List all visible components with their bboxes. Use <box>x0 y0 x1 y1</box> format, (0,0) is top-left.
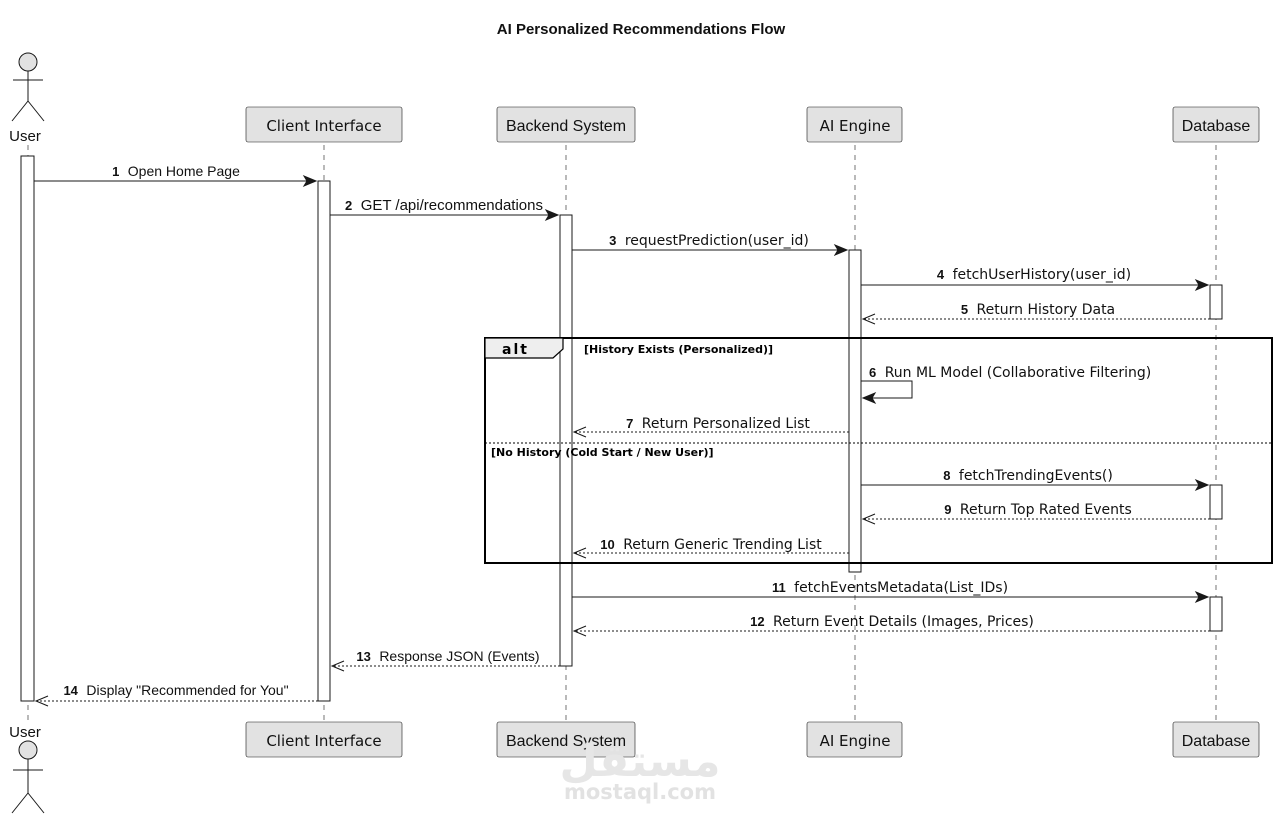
message-label: requestPrediction(user_id) <box>625 233 809 249</box>
alt-guard-2: [No History (Cold Start / New User)] <box>491 446 714 459</box>
svg-text:12 Return Event Details: 12 Return Event Details (Images, Prices) <box>750 613 1034 630</box>
participant-ai-bottom: AI Engine <box>806 721 903 758</box>
message-label: Return Top Rated Events <box>960 502 1132 518</box>
message-number: 2 <box>345 198 352 213</box>
diagram-title: AI Personalized Recommendations Flow <box>497 21 786 38</box>
participant-backend-bottom: Backend System <box>496 721 636 758</box>
message-number: 6 <box>869 365 876 380</box>
activation-db-1 <box>1209 284 1223 320</box>
message-label: Open Home Page <box>128 163 240 179</box>
svg-text:11 fetchEventsMetadata(L: 11 fetchEventsMetadata(List_IDs) <box>772 579 1008 596</box>
activation-client <box>317 180 331 702</box>
participant-label: Database <box>1182 733 1251 750</box>
participant-label: Backend System <box>506 733 626 750</box>
message-number: 14 <box>63 683 78 698</box>
message-label: Response JSON (Events) <box>379 648 539 664</box>
message-label: GET /api/recommendations <box>361 197 543 214</box>
message-label: Return History Data <box>977 302 1116 318</box>
message-13: 13 Response JSON (Events) <box>330 648 560 672</box>
participant-client-bottom: Client Interface <box>245 721 403 758</box>
activation-backend <box>559 214 573 667</box>
svg-text:8 fetchTrendingEvents(): 8 fetchTrendingEvents() <box>943 467 1113 484</box>
message-11: 11 fetchEventsMetadata(List_IDs) <box>572 579 1210 604</box>
participant-label: AI Engine <box>820 117 891 135</box>
message-label: Return Event Details (Images, Prices) <box>773 614 1034 630</box>
activation-user <box>20 155 35 702</box>
message-number: 13 <box>356 649 370 664</box>
participant-db-bottom: Database <box>1172 721 1260 758</box>
svg-text:6 Run ML Model (Collabor: 6 Run ML Model (Collaborative Filtering) <box>869 364 1151 381</box>
message-label: Return Generic Trending List <box>623 537 822 553</box>
message-4: 4 fetchUserHistory(user_id) <box>861 266 1210 292</box>
alt-operator: alt <box>502 342 529 358</box>
message-number: 3 <box>609 233 616 248</box>
watermark: مستقل mostaql.com <box>560 736 721 804</box>
alt-guard-1: [History Exists (Personalized)] <box>584 343 773 356</box>
message-label: fetchTrendingEvents() <box>959 468 1113 484</box>
message-label: fetchUserHistory(user_id) <box>953 267 1132 283</box>
message-6: 6 Run ML Model (Collaborative Filtering) <box>861 364 1151 405</box>
watermark-latin: mostaql.com <box>564 780 716 804</box>
actor-user-top: User <box>9 52 45 145</box>
participant-client-top: Client Interface <box>245 106 403 143</box>
message-number: 11 <box>772 580 786 595</box>
message-3: 3 requestPrediction(user_id) <box>572 232 849 257</box>
message-9: 9 Return Top Rated Events <box>861 501 1210 525</box>
participant-db-top: Database <box>1172 106 1260 143</box>
svg-text:7 Return Personalized Li: 7 Return Personalized List <box>626 415 810 432</box>
message-number: 9 <box>944 502 951 517</box>
watermark-arabic: مستقل <box>560 736 721 787</box>
activation-db-2 <box>1209 484 1223 520</box>
message-label: Display "Recommended for You" <box>86 682 288 698</box>
activation-db-3 <box>1209 596 1223 632</box>
message-2: 2 GET /api/recommendations <box>330 197 560 222</box>
actor-user-bottom: User <box>9 724 45 814</box>
message-number: 4 <box>937 267 945 282</box>
message-number: 12 <box>750 614 764 629</box>
activations <box>20 155 1223 702</box>
message-8: 8 fetchTrendingEvents() <box>861 467 1210 492</box>
message-1: 1 Open Home Page <box>34 163 318 188</box>
actor-head <box>18 740 38 760</box>
message-label: fetchEventsMetadata(List_IDs) <box>794 580 1008 596</box>
svg-text:9 Return Top Rated Event: 9 Return Top Rated Events <box>944 501 1132 518</box>
message-number: 5 <box>961 302 968 317</box>
svg-text:10 Return Generic Trendi: 10 Return Generic Trending List <box>600 536 822 553</box>
message-number: 8 <box>943 468 950 483</box>
message-number: 10 <box>600 537 614 552</box>
participant-label: Backend System <box>506 118 626 135</box>
message-10: 10 Return Generic Trending List <box>572 536 849 559</box>
participant-label: AI Engine <box>820 732 891 750</box>
svg-text:1 Open Home Page: 1 Open Home Page <box>112 163 240 180</box>
svg-text:4 fetchUserHistory(user_: 4 fetchUserHistory(user_id) <box>937 266 1131 283</box>
svg-text:2 GET /api/recommendatio: 2 GET /api/recommendations <box>345 197 543 214</box>
actor-label-top: User <box>9 128 41 145</box>
message-12: 12 Return Event Details (Images, Prices) <box>572 613 1210 637</box>
participant-ai-top: AI Engine <box>806 106 903 143</box>
participant-backend-top: Backend System <box>496 106 636 143</box>
message-7: 7 Return Personalized List <box>572 415 849 438</box>
alt-frame: alt [History Exists (Personalized)] [No … <box>484 337 1273 564</box>
lifelines <box>27 145 1217 722</box>
actor-head <box>18 52 38 72</box>
message-label: Run ML Model (Collaborative Filtering) <box>885 365 1152 381</box>
svg-text:13 Response JSON (Events: 13 Response JSON (Events) <box>356 648 539 665</box>
message-number: 1 <box>112 164 119 179</box>
svg-text:3 requestPrediction(user: 3 requestPrediction(user_id) <box>609 232 809 249</box>
actor-label-bottom: User <box>9 724 41 741</box>
svg-text:14 Display "Recommended: 14 Display "Recommended for You" <box>63 682 288 699</box>
message-label: Return Personalized List <box>642 416 811 432</box>
participant-label: Database <box>1182 118 1251 135</box>
message-5: 5 Return History Data <box>861 301 1210 325</box>
participant-label: Client Interface <box>266 732 381 750</box>
activation-ai <box>848 249 862 573</box>
participant-label: Client Interface <box>266 117 381 135</box>
svg-text:5 Return History Data: 5 Return History Data <box>961 301 1115 318</box>
message-14: 14 Display "Recommended for You" <box>34 682 318 707</box>
message-number: 7 <box>626 416 633 431</box>
